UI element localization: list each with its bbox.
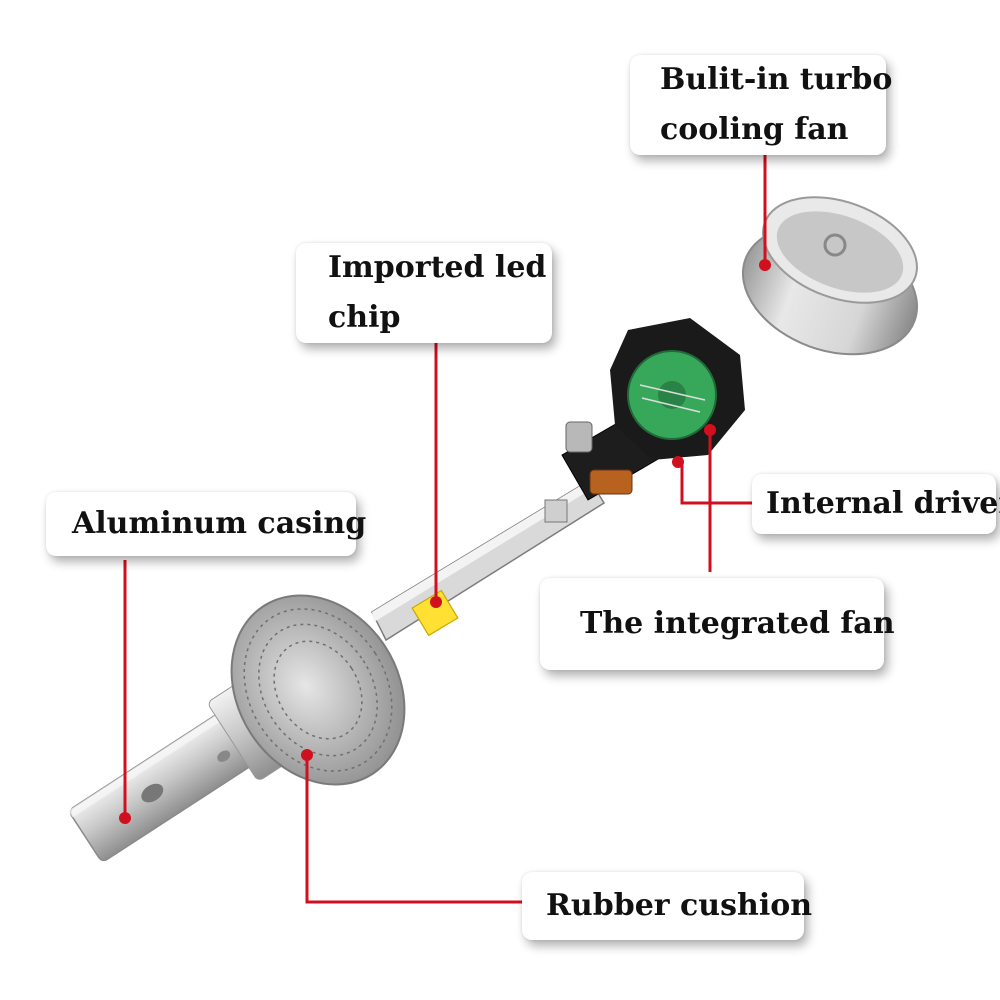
callout-internal-driver: Internal driver xyxy=(752,474,1000,534)
callout-rubber-cushion: Rubber cushion xyxy=(522,872,812,940)
turbo-cooling-fan-cover xyxy=(741,196,919,356)
leader-line-rubber-cushion xyxy=(305,755,522,904)
callout-led-chip: Imported led chip xyxy=(296,243,552,343)
callout-turbo-cooling-fan-line1: Bulit-in turbo xyxy=(660,62,893,97)
callout-led-chip-line1: Imported led xyxy=(328,250,547,285)
leader-lines xyxy=(123,155,768,904)
integrated-fan xyxy=(610,318,745,460)
heat-sink-fins xyxy=(230,594,406,786)
callout-led-chip-line2: chip xyxy=(328,300,401,335)
callout-turbo-cooling-fan-line2: cooling fan xyxy=(660,112,849,147)
led-chip xyxy=(411,589,459,637)
callout-turbo-cooling-fan: Bulit-in turbo cooling fan xyxy=(630,55,893,155)
callout-integrated-fan: The integrated fan xyxy=(540,578,895,670)
callout-aluminum-casing: Aluminum casing xyxy=(46,492,366,556)
leader-dots xyxy=(119,259,771,824)
